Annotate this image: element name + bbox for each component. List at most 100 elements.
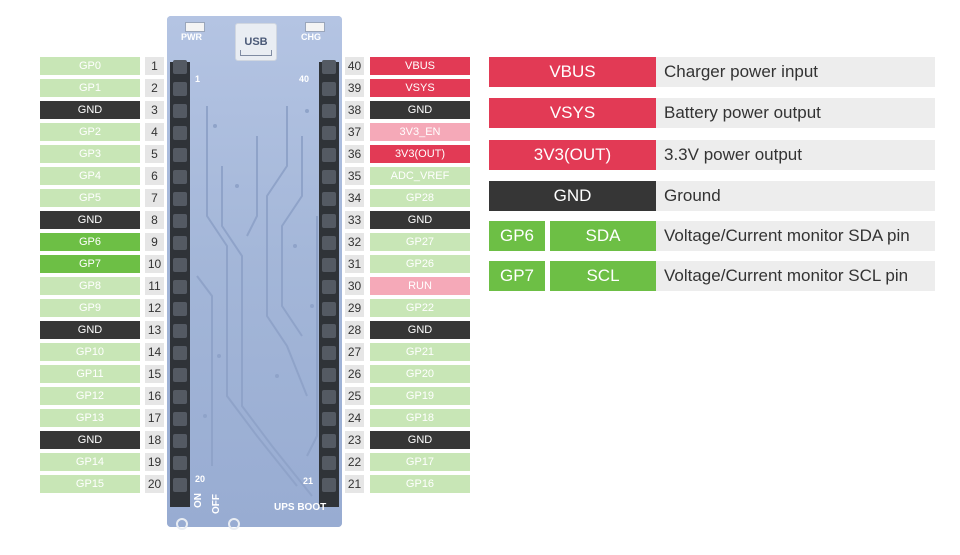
pin21-marker: 21 — [303, 476, 314, 486]
pin-number: 6 — [145, 167, 164, 185]
pin-number: 15 — [145, 365, 164, 383]
pin-hole-icon — [322, 104, 336, 118]
pcb-traces — [196, 106, 318, 497]
pin-number: 30 — [345, 277, 364, 295]
pin-number: 10 — [145, 255, 164, 273]
pin-label: GP21 — [370, 343, 470, 361]
legend-description: Voltage/Current monitor SDA pin — [656, 221, 935, 251]
pin-label: GND — [370, 321, 470, 339]
pin-number: 24 — [345, 409, 364, 427]
pin-number: 32 — [345, 233, 364, 251]
pin-hole-icon — [322, 324, 336, 338]
pin-label: VBUS — [370, 57, 470, 75]
pin1-marker: 1 — [195, 74, 201, 84]
pin-number: 40 — [345, 57, 364, 75]
pin-hole-icon — [322, 170, 336, 184]
pin-number: 22 — [345, 453, 364, 471]
pin-label: GP18 — [370, 409, 470, 427]
pin-hole-icon — [322, 258, 336, 272]
pin-label: GP1 — [40, 79, 140, 97]
pin-number: 37 — [345, 123, 364, 141]
pin-hole-icon — [173, 82, 187, 96]
pin-hole-icon — [322, 280, 336, 294]
pin-hole-icon — [173, 236, 187, 250]
pin-label: GP11 — [40, 365, 140, 383]
pin-hole-icon — [173, 390, 187, 404]
legend-function-label: SCL — [550, 261, 656, 291]
usb-label: USB — [244, 36, 268, 48]
pin-label: GP15 — [40, 475, 140, 493]
pin-label: GP26 — [370, 255, 470, 273]
legend-pin-label: GND — [489, 181, 656, 211]
pin-hole-icon — [173, 478, 187, 492]
pin-hole-icon — [173, 214, 187, 228]
pin-label: GP17 — [370, 453, 470, 471]
pin-label: GND — [40, 321, 140, 339]
pin-label: 3V3_EN — [370, 123, 470, 141]
pin-hole-icon — [173, 126, 187, 140]
pin-number: 18 — [145, 431, 164, 449]
pin-number: 27 — [345, 343, 364, 361]
legend-description: 3.3V power output — [656, 140, 935, 170]
pin-hole-icon — [173, 192, 187, 206]
pin-label: GP0 — [40, 57, 140, 75]
pin-hole-icon — [322, 346, 336, 360]
chg-label: CHG — [301, 32, 321, 42]
board-pcb: PWR CHG USB 1 40 20 21 ON OFF UPS BOOT — [167, 16, 342, 530]
pin-label: GP22 — [370, 299, 470, 317]
pin-number: 13 — [145, 321, 164, 339]
pin-hole-icon — [322, 214, 336, 228]
pin-label: GP5 — [40, 189, 140, 207]
pin-hole-icon — [322, 148, 336, 162]
pin-number: 4 — [145, 123, 164, 141]
pin-number: 39 — [345, 79, 364, 97]
mount-hole-icon — [176, 518, 188, 530]
pin-label: GP2 — [40, 123, 140, 141]
pin-hole-icon — [173, 412, 187, 426]
pin-hole-icon — [322, 456, 336, 470]
pin-hole-icon — [322, 368, 336, 382]
pin-label: GP7 — [40, 255, 140, 273]
pin-hole-icon — [322, 412, 336, 426]
pin-number: 20 — [145, 475, 164, 493]
pin-number: 29 — [345, 299, 364, 317]
pin-label: GP4 — [40, 167, 140, 185]
pin-number: 34 — [345, 189, 364, 207]
pin-hole-icon — [173, 280, 187, 294]
pin-label: GP10 — [40, 343, 140, 361]
pin-label: GP19 — [370, 387, 470, 405]
pin-hole-icon — [322, 60, 336, 74]
pin-number: 5 — [145, 145, 164, 163]
pin-hole-icon — [173, 148, 187, 162]
pin-label: GP6 — [40, 233, 140, 251]
pin-label: GND — [40, 101, 140, 119]
pin-number: 12 — [145, 299, 164, 317]
legend-description: Voltage/Current monitor SCL pin — [656, 261, 935, 291]
pin-number: 17 — [145, 409, 164, 427]
pin-number: 9 — [145, 233, 164, 251]
pin-number: 35 — [345, 167, 364, 185]
pin-hole-icon — [322, 434, 336, 448]
pin-hole-icon — [322, 236, 336, 250]
legend-description: Battery power output — [656, 98, 935, 128]
pin-number: 2 — [145, 79, 164, 97]
pin-label: GP12 — [40, 387, 140, 405]
legend-pin-label: 3V3(OUT) — [489, 140, 656, 170]
pin-label: RUN — [370, 277, 470, 295]
on-label: ON — [193, 493, 204, 508]
pin-label: ADC_VREF — [370, 167, 470, 185]
pin-label: GP27 — [370, 233, 470, 251]
pin-hole-icon — [173, 302, 187, 316]
legend-function-label: SDA — [550, 221, 656, 251]
pin-number: 25 — [345, 387, 364, 405]
pin-hole-icon — [173, 368, 187, 382]
pin-label: GND — [370, 101, 470, 119]
pin-label: VSYS — [370, 79, 470, 97]
legend-pin-label: GP6 — [489, 221, 545, 251]
pin-label: GND — [370, 211, 470, 229]
pin-hole-icon — [322, 126, 336, 140]
legend-pin-label: VSYS — [489, 98, 656, 128]
pin-number: 21 — [345, 475, 364, 493]
pin-hole-icon — [173, 60, 187, 74]
pin-number: 38 — [345, 101, 364, 119]
